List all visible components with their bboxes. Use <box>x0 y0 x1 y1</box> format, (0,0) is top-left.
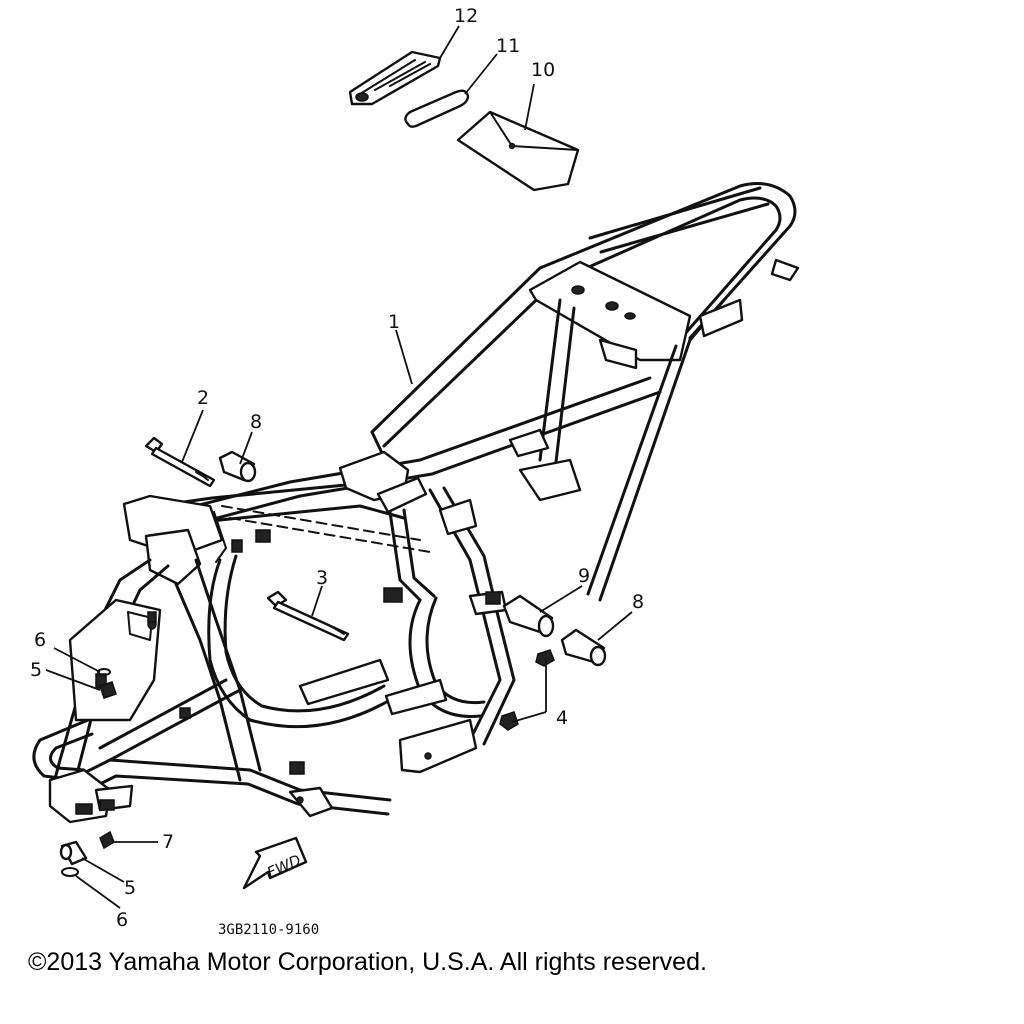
part-5-lower-collar <box>59 840 88 866</box>
part-7-bolt <box>99 830 115 850</box>
copyright-notice: ©2013 Yamaha Motor Corporation, U.S.A. A… <box>28 948 707 976</box>
part-12-tool-holder <box>348 50 442 106</box>
callout-3: 3 <box>316 567 328 589</box>
part-8-collar-upper <box>218 450 257 483</box>
callout-6-upper: 6 <box>34 629 46 651</box>
callout-11: 11 <box>496 35 520 57</box>
part-11-band <box>404 89 470 128</box>
part-9-collar <box>502 594 555 638</box>
callout-4: 4 <box>556 707 568 729</box>
part-5-upper-collar <box>99 681 117 699</box>
callout-12: 12 <box>454 5 478 27</box>
part-1-frame <box>32 182 800 824</box>
callout-9: 9 <box>578 565 590 587</box>
callout-5-lower: 5 <box>124 877 136 899</box>
callout-6-lower: 6 <box>116 909 128 931</box>
part-3-bolt <box>266 590 350 642</box>
part-4-nuts <box>499 649 555 731</box>
leader-lines <box>45 25 633 909</box>
part-2-bolt <box>144 436 216 488</box>
part-6-lower-washer <box>61 867 79 877</box>
callout-5-upper: 5 <box>30 659 42 681</box>
callout-8-right: 8 <box>632 591 644 613</box>
callout-2: 2 <box>197 387 209 409</box>
callout-8-upper: 8 <box>250 411 262 433</box>
diagram-part-code: 3GB2110-9160 <box>218 922 319 938</box>
part-10-manual-bag <box>456 110 580 192</box>
part-8-collar-right <box>560 628 607 667</box>
callout-1: 1 <box>388 311 400 333</box>
callout-labels: 12 11 10 1 2 8 3 9 8 4 6 5 7 5 6 <box>30 5 644 931</box>
part-6-upper-washer <box>97 668 111 676</box>
callout-7: 7 <box>162 831 174 853</box>
callout-10: 10 <box>531 59 555 81</box>
fwd-direction-arrow: FWD <box>242 836 308 890</box>
